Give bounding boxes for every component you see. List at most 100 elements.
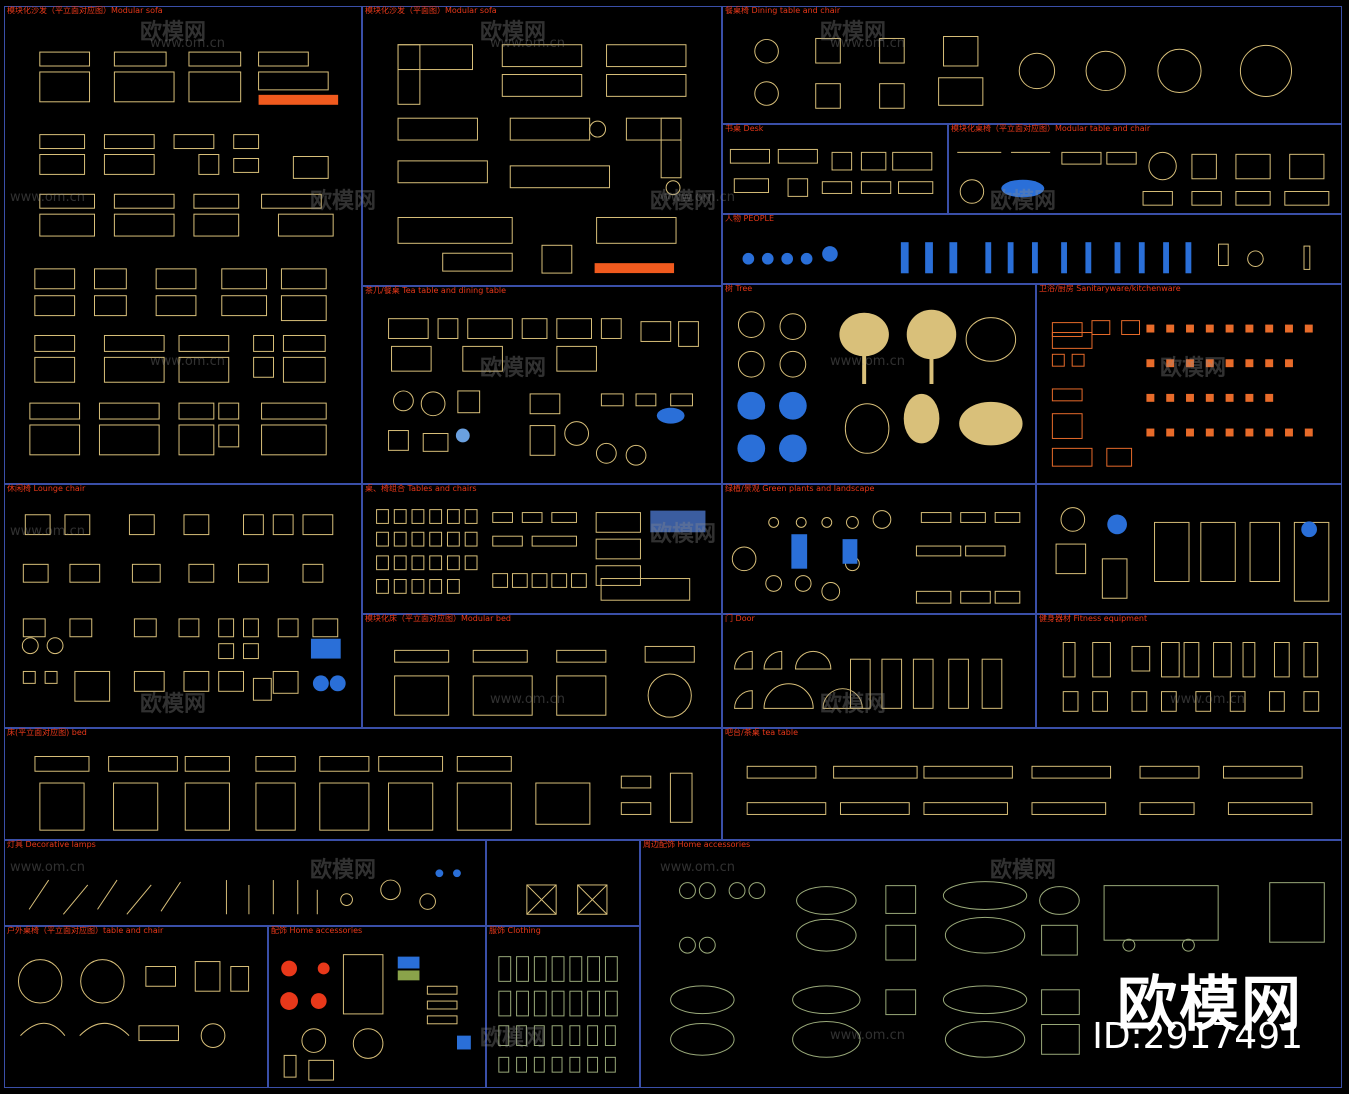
modular-bed-drawings — [394, 645, 695, 718]
fitness-drawings — [1062, 642, 1320, 712]
panel-clothing[interactable]: 服饰 Clothing — [486, 926, 640, 1088]
watermark-logo: 欧模网 — [1160, 356, 1227, 381]
panel-modular-bed[interactable]: 模块化床（平立面对应图）Modular bed — [362, 614, 722, 728]
lamp-drawings — [28, 869, 461, 915]
panel-lamps[interactable]: 灯具 Decorative lamps — [4, 840, 486, 926]
lounge-chair-drawings — [21, 514, 346, 702]
panel-bed[interactable]: 床(平立面对应图) bed — [4, 728, 722, 840]
watermark-logo: 欧模网 — [480, 356, 547, 381]
watermark-url: www.om.cn — [10, 524, 85, 539]
panel-title: 模块化床（平立面对应图）Modular bed — [365, 614, 511, 623]
tea-bar-drawings — [746, 765, 1313, 815]
tree-drawings — [737, 309, 1023, 463]
panel-title: 模块化沙发（平立面对应图）Modular sofa — [7, 6, 163, 15]
panel-home-accessories-outdoor[interactable]: 周边配饰 Home accessories — [640, 840, 1342, 1088]
clothing-drawings — [498, 956, 618, 1073]
panel-title: 健身器材 Fitness equipment — [1039, 614, 1148, 623]
watermark-url: www.om.cn — [150, 36, 225, 51]
watermark-url: www.om.cn — [830, 36, 905, 51]
watermark-url: www.om.cn — [830, 1028, 905, 1043]
panel-title: 人物 PEOPLE — [725, 214, 775, 223]
panel-misc-blocks[interactable] — [1036, 484, 1342, 614]
watermark-logo: 欧模网 — [650, 522, 717, 547]
misc-block-drawings — [1055, 507, 1330, 602]
outdoor-table-drawings — [17, 959, 250, 1048]
watermark-url: www.om.cn — [1170, 692, 1245, 707]
watermark-logo: 欧模网 — [990, 858, 1057, 883]
panel-title: 卫浴/厨房 Sanitaryware/kitchenware — [1039, 284, 1181, 293]
watermark-url: www.om.cn — [10, 190, 85, 205]
panel-title: 桌、椅组合 Tables and chairs — [365, 484, 477, 493]
watermark-logo: 欧模网 — [140, 20, 207, 45]
panel-title: 模块化桌椅（平立面对应图）Modular table and chair — [951, 124, 1151, 133]
panel-title: 休闲椅 Lounge chair — [7, 484, 86, 493]
watermark-logo: 欧模网 — [310, 189, 377, 214]
panel-tree[interactable]: 树 Tree — [722, 284, 1036, 484]
watermark-logo: 欧模网 — [140, 692, 207, 717]
panel-home-accessories[interactable]: 配饰 Home accessories — [268, 926, 486, 1088]
panel-door[interactable]: 门 Door — [722, 614, 1036, 728]
panel-title: 服饰 Clothing — [489, 926, 541, 935]
panel-lounge-chair[interactable]: 休闲椅 Lounge chair — [4, 484, 362, 728]
panel-title: 门 Door — [725, 614, 755, 623]
watermark-logo: 欧模网 — [650, 189, 717, 214]
panel-title: 树 Tree — [725, 284, 753, 293]
panel-title: 模块化沙发（平面图）Modular sofa — [365, 6, 497, 15]
watermark-logo: 欧模网 — [480, 1026, 547, 1051]
panel-title: 餐桌椅 Dining table and chair — [725, 6, 841, 15]
watermark-logo: 欧模网 — [480, 20, 547, 45]
resource-id-label: ID:2917491 — [1092, 1016, 1303, 1057]
modular-table-drawings — [957, 151, 1330, 206]
dining-table-drawings — [754, 36, 1293, 109]
watermark-url: www.om.cn — [490, 692, 565, 707]
panel-title: 周边配饰 Home accessories — [643, 840, 751, 849]
panel-people[interactable]: 人物 PEOPLE — [722, 214, 1342, 284]
people-silhouettes — [742, 242, 1311, 274]
sanitary-drawings — [1051, 320, 1313, 467]
sofa-elevation-drawings — [29, 51, 339, 456]
bed-drawings — [34, 756, 693, 831]
panel-title: 户外桌椅（平立面对应图）table and chair — [7, 926, 164, 935]
panel-tea-table[interactable]: 茶几/餐桌 Tea table and dining table — [362, 286, 722, 484]
vehicle-accessory-drawings — [670, 881, 1325, 1058]
watermark-logo: 欧模网 — [820, 692, 887, 717]
panel-fitness[interactable]: 健身器材 Fitness equipment — [1036, 614, 1342, 728]
panel-title: 吧台/茶桌 tea table — [725, 728, 799, 737]
brand-logo-text: 欧模网 — [1117, 970, 1303, 1040]
watermark-logo: 欧模网 — [990, 189, 1057, 214]
watermark-url: www.om.cn — [490, 36, 565, 51]
panel-title: 灯具 Decorative lamps — [7, 840, 96, 849]
watermark-url: www.om.cn — [830, 354, 905, 369]
panel-title: 绿植/景观 Green plants and landscape — [725, 484, 875, 493]
watermark-logo: 欧模网 — [820, 20, 887, 45]
tables-chairs-drawings — [376, 509, 706, 601]
door-drawings — [734, 650, 1003, 709]
green-plants-drawings — [731, 510, 1021, 604]
panel-title: 床(平立面对应图) bed — [7, 728, 87, 737]
panel-title: 书桌 Desk — [725, 124, 764, 133]
panel-desk[interactable]: 书桌 Desk — [722, 124, 948, 214]
sofa-plan-drawings — [397, 44, 687, 274]
panel-dining-table[interactable]: 餐桌椅 Dining table and chair — [722, 6, 1342, 124]
misc-icon-drawings — [526, 884, 608, 915]
panel-misc-icons[interactable] — [486, 840, 640, 926]
panel-tea-bar[interactable]: 吧台/茶桌 tea table — [722, 728, 1342, 840]
watermark-url: www.om.cn — [660, 860, 735, 875]
panel-outdoor-table-chair[interactable]: 户外桌椅（平立面对应图）table and chair — [4, 926, 268, 1088]
panel-green-plants[interactable]: 绿植/景观 Green plants and landscape — [722, 484, 1036, 614]
desk-drawings — [729, 148, 934, 197]
panel-modular-sofa-plan[interactable]: 模块化沙发（平面图）Modular sofa — [362, 6, 722, 286]
panel-title: 茶几/餐桌 Tea table and dining table — [365, 286, 507, 295]
watermark-url: www.om.cn — [10, 860, 85, 875]
watermark-url: www.om.cn — [660, 190, 735, 205]
panel-modular-table-chair[interactable]: 模块化桌椅（平立面对应图）Modular table and chair — [948, 124, 1342, 214]
panel-title: 配饰 Home accessories — [271, 926, 363, 935]
panel-tables-chairs[interactable]: 桌、椅组合 Tables and chairs — [362, 484, 722, 614]
panel-modular-sofa-elevation[interactable]: 模块化沙发（平立面对应图）Modular sofa — [4, 6, 362, 484]
home-accessory-drawings — [280, 954, 471, 1081]
watermark-url: www.om.cn — [150, 354, 225, 369]
watermark-logo: 欧模网 — [310, 858, 377, 883]
panel-sanitaryware[interactable]: 卫浴/厨房 Sanitaryware/kitchenware — [1036, 284, 1342, 484]
tea-table-drawings — [388, 318, 699, 466]
